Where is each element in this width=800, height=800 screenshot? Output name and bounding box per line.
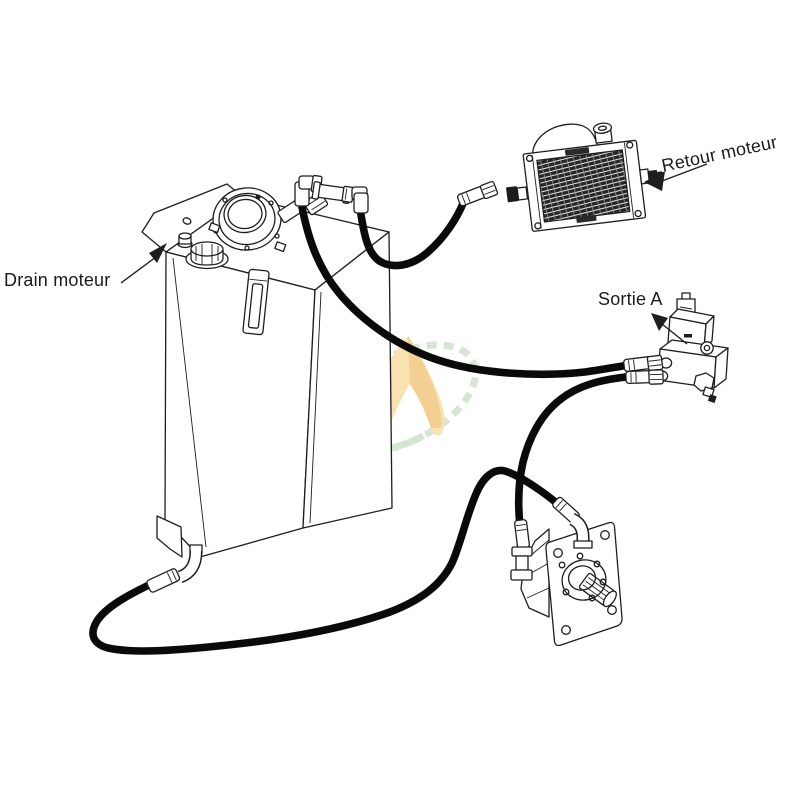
pump-body xyxy=(520,528,550,618)
filler-breather-cap xyxy=(185,241,229,270)
retour-leader xyxy=(644,163,708,191)
drain-moteur-label: Drain moteur xyxy=(4,270,111,290)
tank-left-face xyxy=(164,251,316,558)
sortie-leader xyxy=(651,313,688,345)
pump-top-fitting xyxy=(552,496,593,549)
solenoid-valve-block xyxy=(655,292,729,404)
tank-drain-elbow xyxy=(146,544,203,593)
oil-level-sight-gauge xyxy=(242,268,270,336)
drain-arrowhead xyxy=(149,243,167,263)
cooler-badge-top xyxy=(564,147,590,156)
coil-marking xyxy=(684,334,692,338)
retour-arrowhead xyxy=(644,171,665,191)
return-filter-housing xyxy=(208,187,305,253)
hose-pump-to-valve xyxy=(514,372,640,545)
tank-right-face xyxy=(302,231,393,529)
hose-tank-to-pump xyxy=(89,466,570,655)
watermark-chevron-shade xyxy=(408,336,442,428)
valve-upper-hose-fitting xyxy=(623,354,664,372)
hydraulic-reservoir-tank xyxy=(141,183,393,558)
drain-plug xyxy=(177,232,193,249)
tank-left-seam xyxy=(172,257,207,548)
gear-pump xyxy=(520,521,623,647)
oil-cooler-radiator xyxy=(506,122,664,232)
manual-override-button xyxy=(700,341,714,355)
pump-shaft xyxy=(578,572,617,608)
cooler-core xyxy=(536,149,631,223)
drain-leader xyxy=(120,243,167,284)
bracket-hole xyxy=(182,217,192,225)
hose-tank-to-valve xyxy=(298,203,633,379)
tank-front-seam xyxy=(309,291,322,524)
pump-boss xyxy=(561,559,607,601)
valve-body-side xyxy=(713,347,729,389)
bottom-plug-fitting xyxy=(693,372,717,404)
hose-tank-to-cooler xyxy=(356,197,468,270)
cooler-badge-bottom xyxy=(576,214,597,223)
sortie-a-label: Sortie A xyxy=(598,289,663,309)
valve-lower-hose-fitting xyxy=(625,369,664,385)
cooler-filler-cap xyxy=(592,122,613,144)
elbow-fitting-right xyxy=(341,185,369,214)
sortie-arrowhead xyxy=(651,313,668,331)
cooler-hose-fitting xyxy=(457,180,499,207)
pump-side-fitting xyxy=(510,519,533,581)
tank-foot-bracket xyxy=(156,515,183,558)
cooler-inlet-port xyxy=(506,186,529,203)
elbow-fitting-left xyxy=(294,175,315,207)
tee-fitting-cluster xyxy=(294,174,369,216)
coil-side xyxy=(703,315,715,350)
